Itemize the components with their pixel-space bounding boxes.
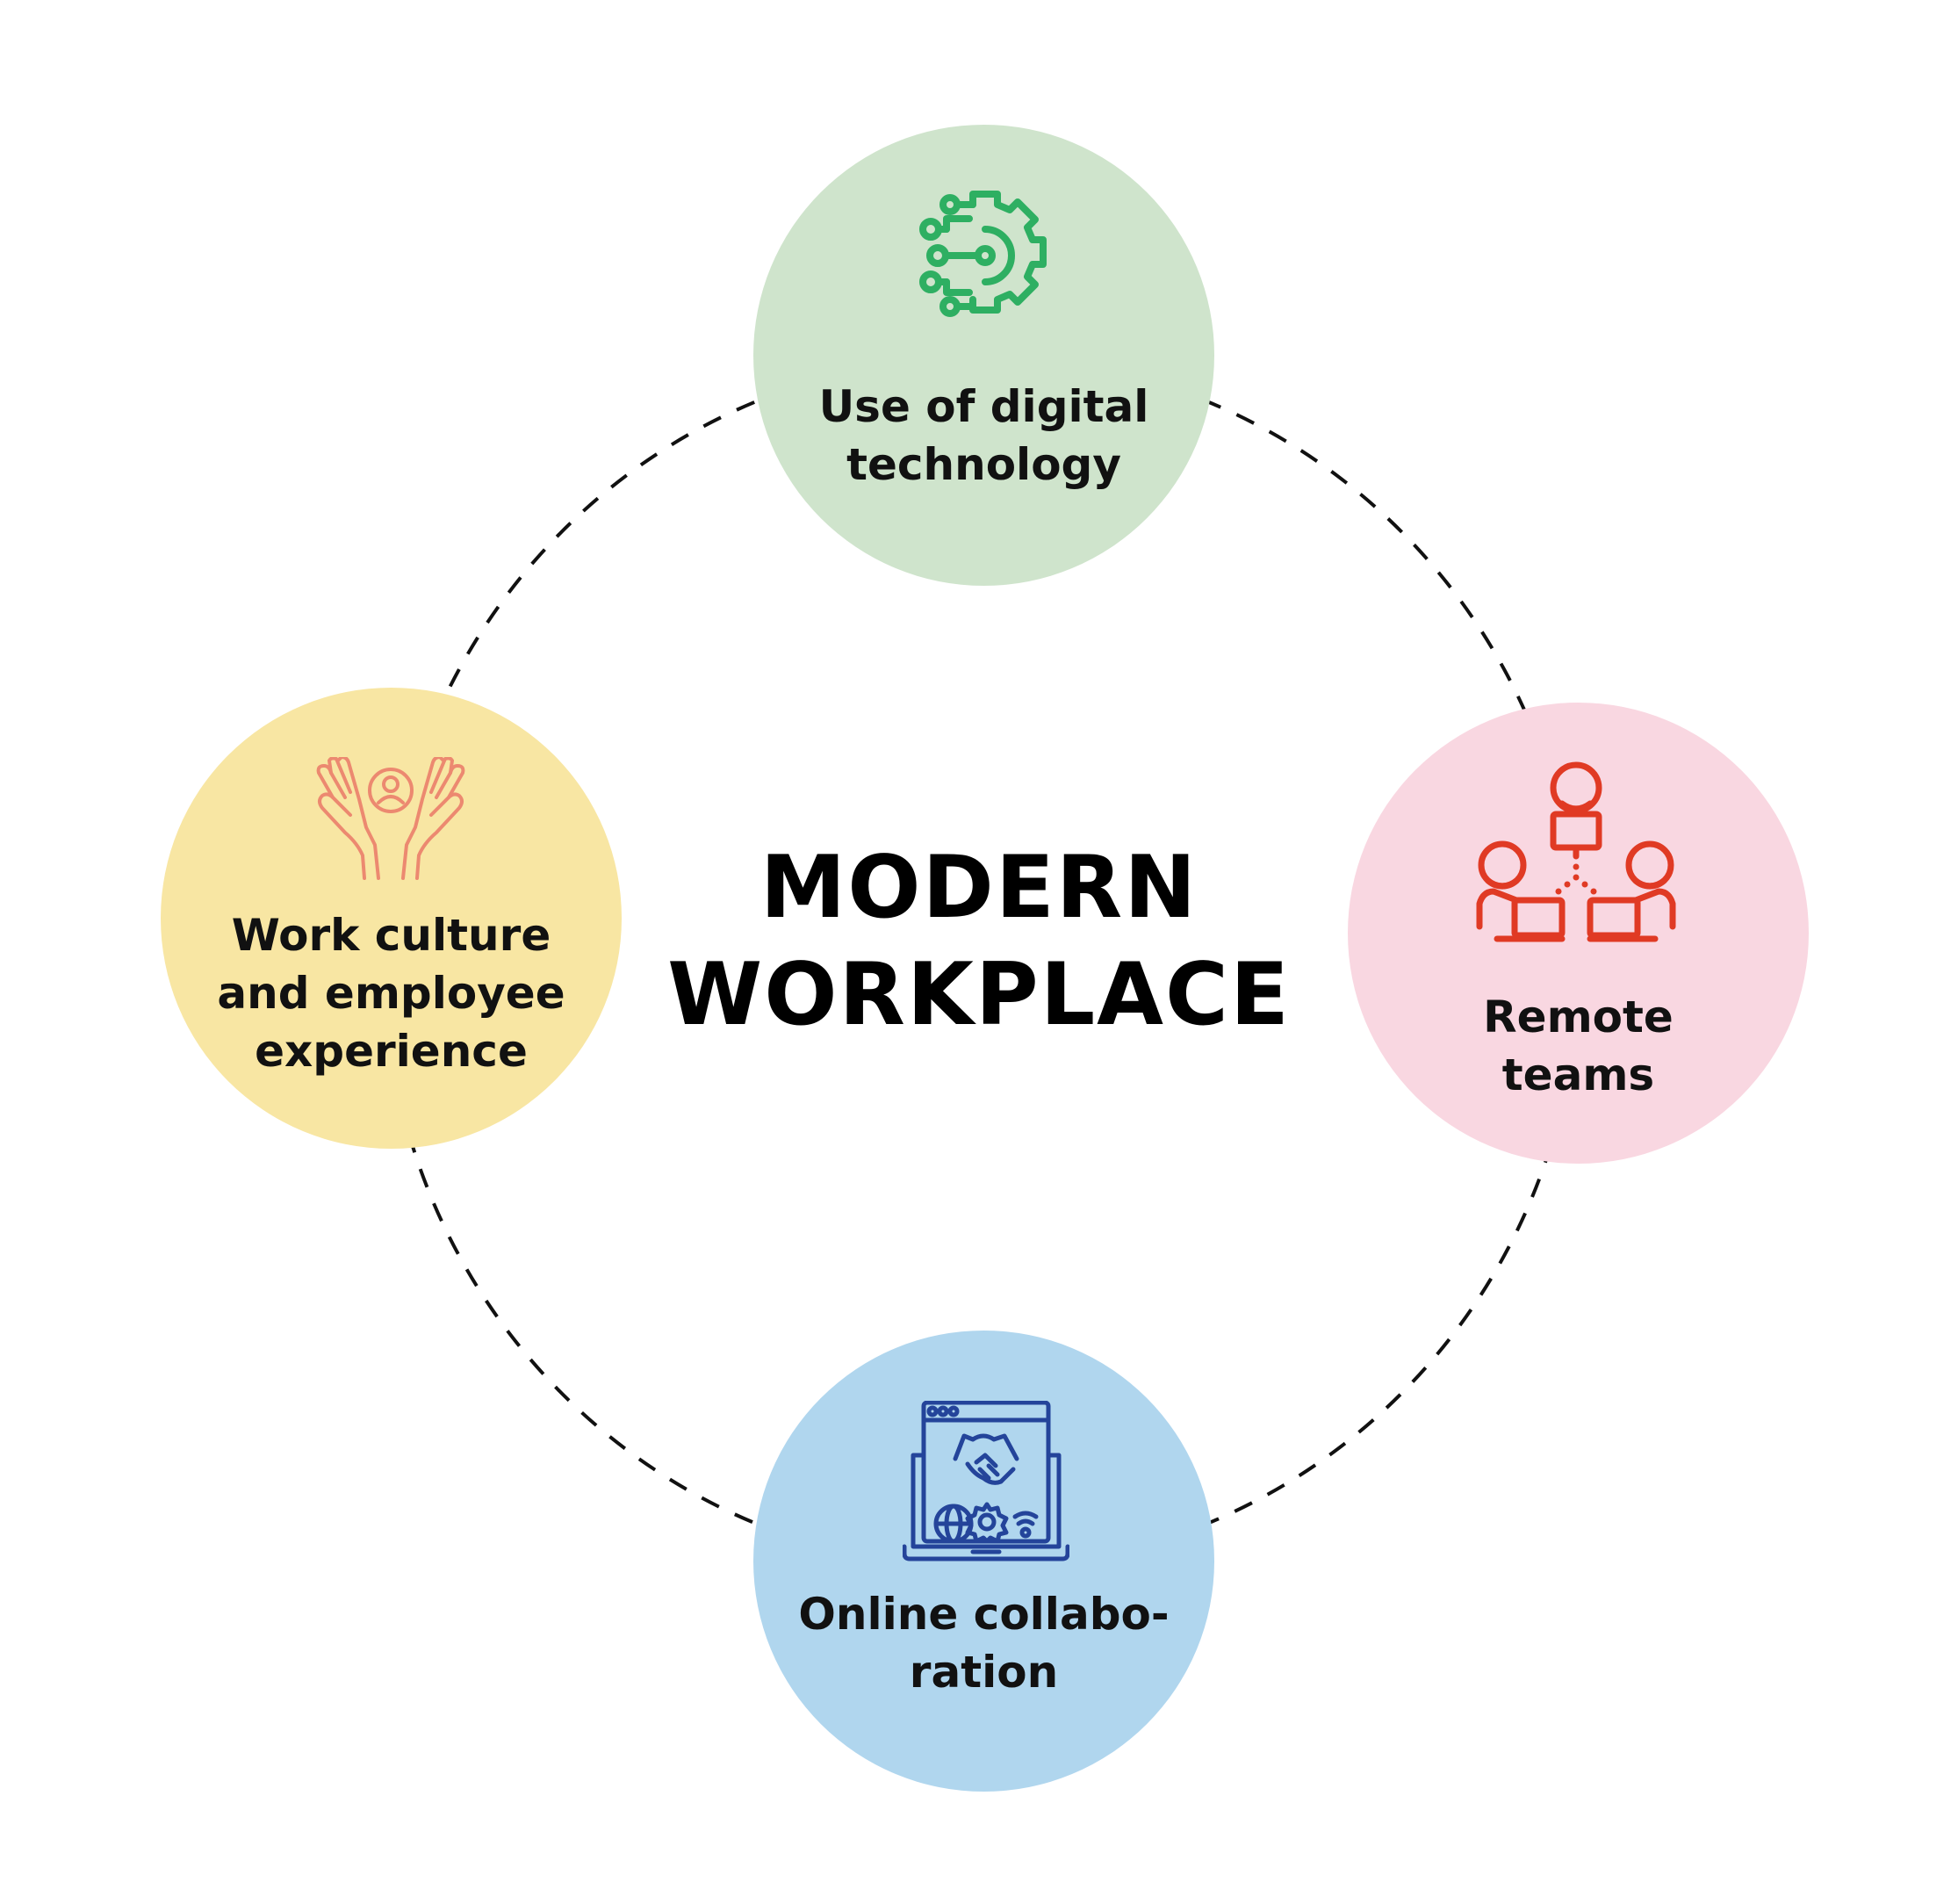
node-label-work-culture: Work culture and employee experience (161, 906, 622, 1080)
node-remote-teams (1348, 703, 1809, 1164)
node-digital-technology (753, 125, 1214, 586)
label-line: and employee (217, 968, 565, 1019)
node-label-online-collaboration: Online collabo- ration (753, 1585, 1214, 1701)
label-line: experience (255, 1026, 528, 1077)
remote-team-laptops-icon (1476, 761, 1676, 942)
center-title-line: WORKPLACE (667, 945, 1291, 1045)
label-line: Work culture (231, 910, 551, 961)
center-title: MODERN WORKPLACE (628, 834, 1330, 1049)
label-line: Use of digital (818, 381, 1149, 432)
label-line: technology (846, 439, 1121, 490)
center-title-line: MODERN (759, 838, 1199, 938)
label-line: ration (909, 1647, 1059, 1698)
node-label-remote-teams: Remote teams (1348, 988, 1809, 1104)
node-work-culture (161, 688, 622, 1149)
label-line: Online collabo- (798, 1589, 1170, 1640)
hands-holding-person-icon (316, 757, 465, 880)
gear-circuit-icon (919, 191, 1047, 317)
node-label-digital-technology: Use of digital technology (753, 378, 1214, 494)
label-line: teams (1501, 1049, 1655, 1100)
handshake-laptop-icon (903, 1401, 1069, 1561)
label-line: Remote (1483, 992, 1674, 1042)
